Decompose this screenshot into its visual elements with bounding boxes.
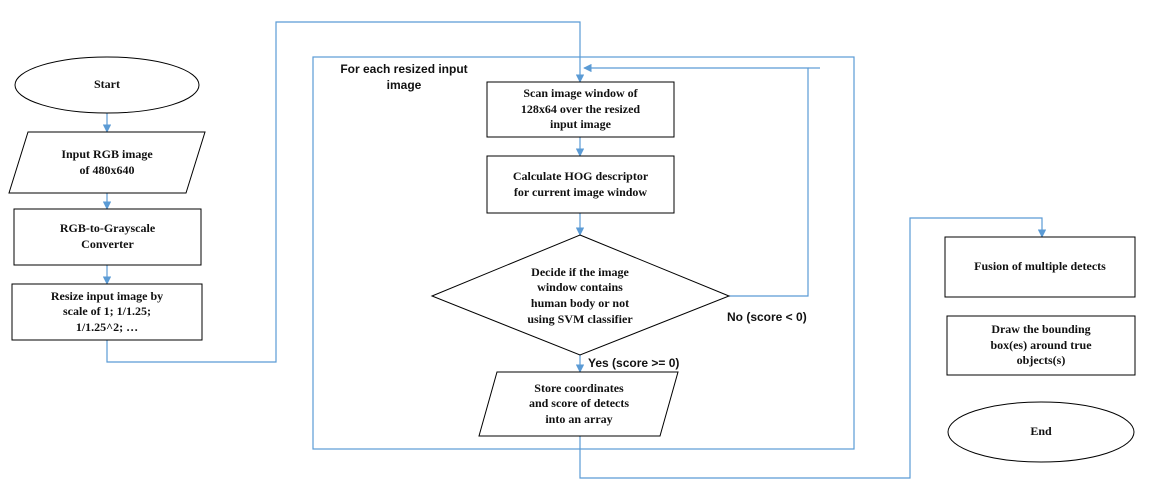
scan-box bbox=[486, 81, 675, 138]
draw-label: Draw the bounding box(es) around true ob… bbox=[990, 322, 1092, 368]
input-label: Input RGB image of 480x640 bbox=[61, 146, 153, 177]
converter-label: RGB-to-Grayscale Converter bbox=[59, 221, 156, 251]
draw-box bbox=[946, 315, 1136, 376]
loop-title: For each resized input image bbox=[340, 62, 468, 92]
fusion-box bbox=[944, 236, 1136, 298]
decide-label: Decide if the image window contains huma… bbox=[527, 264, 633, 326]
hog-label: Calculate HOG descriptor for current ima… bbox=[512, 168, 649, 199]
resize-box bbox=[11, 283, 203, 341]
resize-label: Resize input image by scale of 1; 1/1.25… bbox=[50, 288, 164, 334]
end-terminal bbox=[947, 401, 1135, 463]
end-label: End bbox=[1030, 424, 1052, 439]
loop-container bbox=[312, 56, 855, 450]
edge-yes-label: Yes (score >= 0) bbox=[588, 356, 680, 370]
fusion-label: Fusion of multiple detects bbox=[974, 259, 1106, 274]
start-terminal bbox=[14, 56, 200, 114]
converter-box bbox=[13, 208, 202, 266]
scan-label: Scan image window of 128x64 over the res… bbox=[520, 86, 641, 132]
edge-no-label: No (score < 0) bbox=[727, 310, 807, 324]
edge-resize-to-scan bbox=[106, 21, 585, 363]
store-label: Store coordinates and score of detects i… bbox=[528, 380, 630, 426]
decide-diamond bbox=[430, 234, 731, 356]
hog-box bbox=[486, 155, 675, 214]
input-parallelogram bbox=[8, 131, 206, 194]
edge-decide-no-loop bbox=[583, 63, 809, 297]
store-parallelogram bbox=[478, 371, 679, 437]
start-label: Start bbox=[94, 77, 120, 92]
edge-store-to-fusion bbox=[579, 217, 1047, 479]
